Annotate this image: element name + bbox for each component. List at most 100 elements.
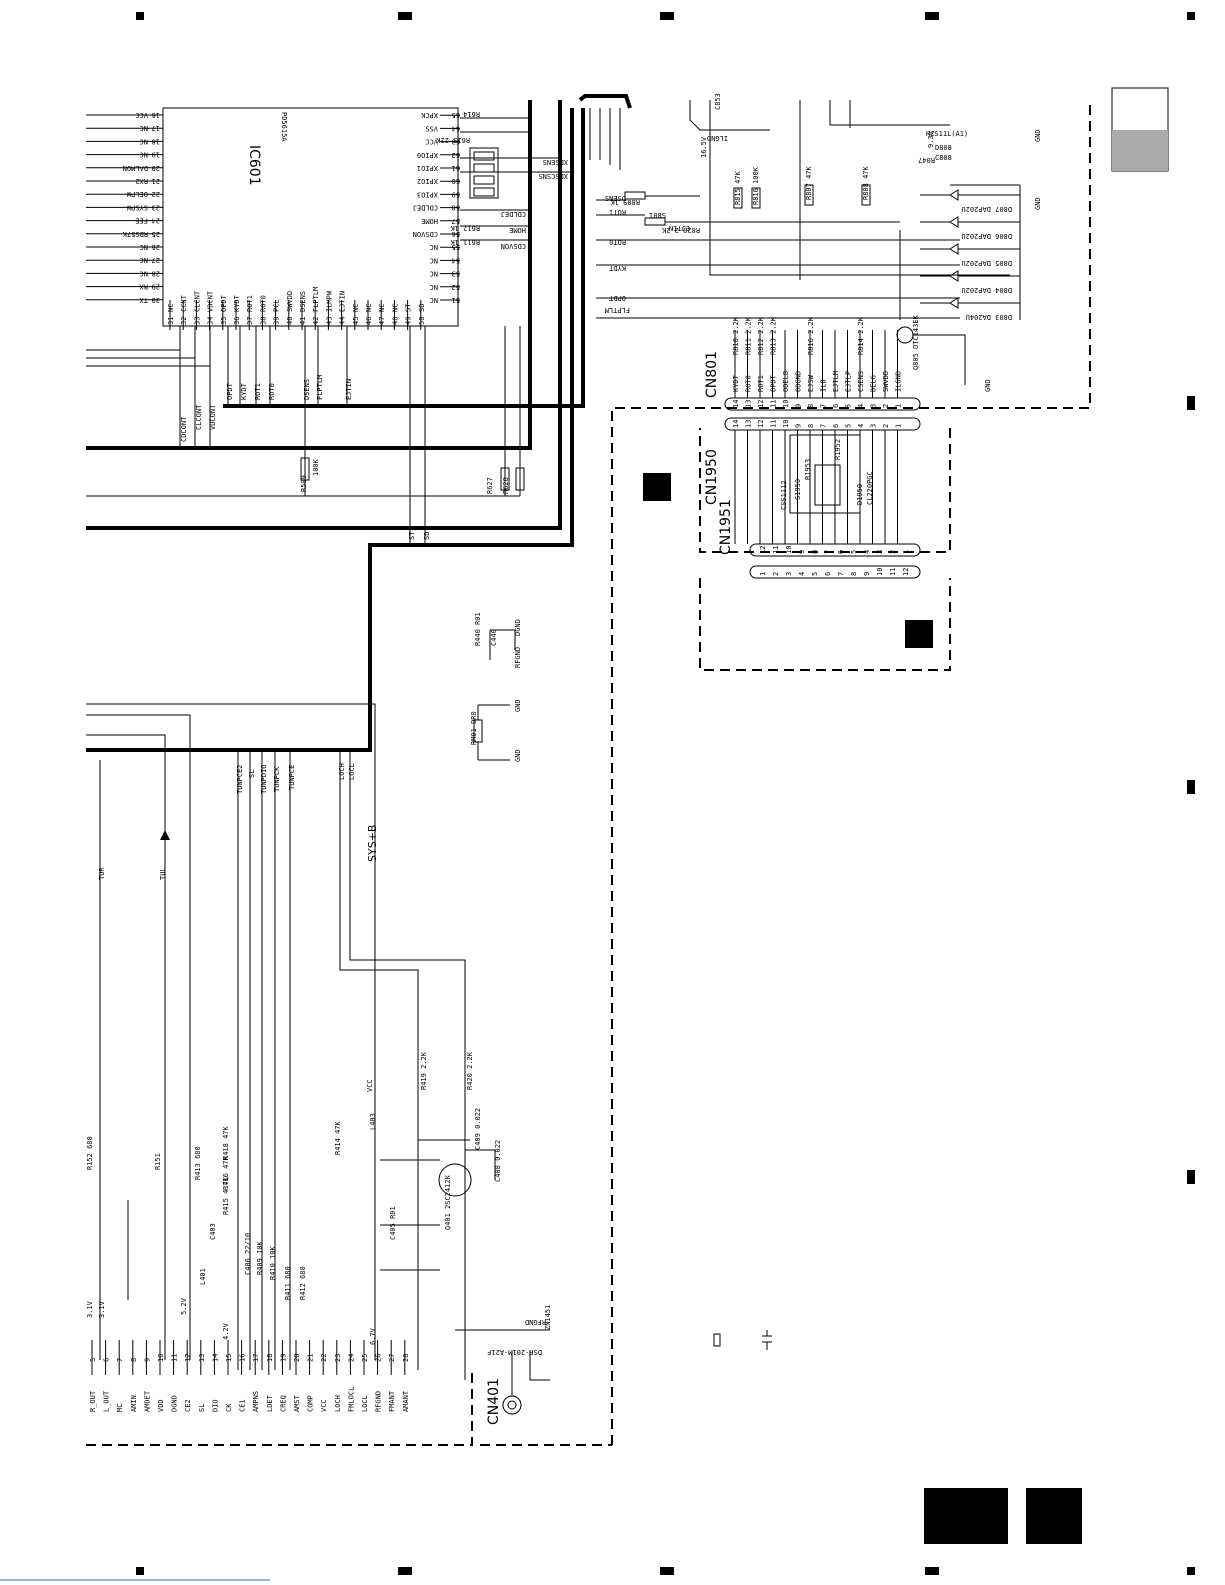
tuner-pin-num: 7 <box>116 1358 124 1362</box>
svg-text:CDLDEJ: CDLDEJ <box>501 210 526 218</box>
tuner-pin-name: LOCH <box>334 1395 342 1412</box>
cn801-res-label: R812 2.2K <box>757 316 765 355</box>
svg-text:ST: ST <box>408 531 416 540</box>
sheet-marker-a <box>643 473 671 501</box>
svg-text:C853: C853 <box>714 93 722 110</box>
cn1951-pin-num: 7 <box>837 572 845 576</box>
svg-text:Q805 DTC143EK: Q805 DTC143EK <box>912 314 920 370</box>
cn801-pin-num: 12 <box>757 400 765 408</box>
cn801-pin-num: 4 <box>857 404 865 408</box>
xpio-network: R614 R613 22K R612 1K R611 1K XDSENS XDS… <box>435 110 570 250</box>
tuner-part-label: R419 2.2K <box>420 1051 428 1090</box>
cn801-pin-num: 2 <box>882 424 890 428</box>
ic601-pin-num: 44 <box>339 317 347 325</box>
tuner-pin-name: SL <box>198 1404 206 1412</box>
cn801-pin-num: 1 <box>895 424 903 428</box>
ic601-pin-num: 62 <box>452 151 460 159</box>
tuner-pin-name: FMANT <box>388 1390 396 1412</box>
svg-text:SYS+B: SYS+B <box>366 825 379 862</box>
ic601-pin-name: NC <box>391 304 399 312</box>
svg-text:TUNPCE2: TUNPCE2 <box>236 764 244 794</box>
ic601-pin-num: 47 <box>378 317 386 325</box>
tuner-part-label: VCC <box>366 1079 374 1092</box>
diode-icon <box>949 297 959 309</box>
svg-text:ROT0: ROT0 <box>609 238 626 246</box>
cn801-pin-num: 9 <box>795 404 803 408</box>
cn801-pin-num: 11 <box>770 400 778 408</box>
svg-text:D808: D808 <box>935 144 952 152</box>
svg-text:ZN1451: ZN1451 <box>544 1305 552 1330</box>
voltage-label: 4.2V <box>222 1322 230 1340</box>
tuner-part-label: C405 R01 <box>389 1206 397 1240</box>
cn801-pin-name: KYDT <box>732 374 740 392</box>
tuner-pin-num: 11 <box>171 1354 179 1362</box>
ic601-pin-name: VSS <box>425 124 438 132</box>
svg-text:CDSVON: CDSVON <box>501 242 526 250</box>
svg-text:R808 47K: R808 47K <box>862 165 870 200</box>
cn801-pin-num: 6 <box>832 404 840 408</box>
tuner-pin-name: RFGND <box>375 1391 383 1412</box>
ic601-pin-num: 37 <box>246 317 254 325</box>
svg-text:LOCL: LOCL <box>348 763 356 780</box>
tuner-pin-num: 10 <box>157 1354 165 1362</box>
cn801-pin-num: 11 <box>770 420 778 428</box>
cn1951-pin-num: 3 <box>876 550 884 554</box>
tuner-part-label: C406 22/10 <box>244 1233 252 1275</box>
cn801-pin-num: 6 <box>832 424 840 428</box>
page-box-right <box>1026 1488 1082 1544</box>
cn1951-pin-num: 10 <box>876 568 884 576</box>
svg-text:R612 1K: R612 1K <box>450 224 480 232</box>
tuner-part-label: R411 680 <box>284 1266 292 1300</box>
tuner-pin-name: FMLOCL <box>347 1387 355 1412</box>
ic601-pin-num: 40 <box>286 317 294 325</box>
diode-label: D806 DAP202U <box>961 232 1012 240</box>
ic601-pin-name: ST <box>405 303 413 312</box>
tuner-pin-name: R_OUT <box>89 1390 97 1412</box>
tuner-part-label: C409 0.022 <box>474 1108 482 1150</box>
voltage-label: 3.1V <box>86 1300 94 1318</box>
svg-text:XDSENS: XDSENS <box>543 158 568 166</box>
cn801-pin-name: ODELB <box>782 371 790 392</box>
ic601-pin-name: SYSPW <box>126 203 148 211</box>
tuner-part-label: R420 2.2K <box>466 1051 474 1090</box>
svg-text:D1950: D1950 <box>856 484 864 505</box>
ic601-pin-name: NC <box>430 283 438 291</box>
cn801-pin-num: 14 <box>732 400 740 408</box>
cn801-pin-num: 8 <box>807 424 815 428</box>
ic601-pin-num: 64 <box>452 124 460 132</box>
svg-text:OPDT: OPDT <box>608 294 626 302</box>
ic601-pin-num: 51 <box>452 296 460 304</box>
tuner-pin-name: CK <box>225 1403 233 1412</box>
ic601-pin-name: RDS57K <box>122 230 148 238</box>
svg-text:GND: GND <box>1034 129 1042 142</box>
cn1951-pin-num: 2 <box>772 572 780 576</box>
ic601-pin-num: 25 <box>152 230 160 238</box>
svg-text:CN801: CN801 <box>704 351 720 398</box>
tuner-pin-num: 19 <box>279 1354 287 1362</box>
ic601-pin-name: XPIO2 <box>417 177 438 185</box>
ic601-pin-num: 27 <box>152 256 160 264</box>
svg-text:R809 1K: R809 1K <box>610 198 640 206</box>
ic601-pin-name: CDLDEJ <box>413 204 438 212</box>
ic601-pin-name: CLCNT <box>193 290 201 312</box>
svg-text:R1952: R1952 <box>834 439 842 460</box>
ic601-pin-name: DSENS <box>299 291 307 312</box>
svg-text:R627: R627 <box>486 477 494 494</box>
ic601-pin-name: NC <box>352 304 360 312</box>
svg-text:R807 47K: R807 47K <box>805 165 813 200</box>
svg-text:16.5V: 16.5V <box>700 136 708 158</box>
ic601-pin-num: 55 <box>452 243 460 251</box>
svg-text:KYDT: KYDT <box>240 382 248 400</box>
cn801-pin-num: 13 <box>745 420 753 428</box>
ic601-pin-num: 43 <box>325 317 333 325</box>
diode-label: D803 DA204U <box>966 313 1012 321</box>
cn801-pin-name: CSENS <box>857 371 865 392</box>
svg-text:CDCONT: CDCONT <box>180 416 188 442</box>
cn801-pin-num: 7 <box>820 404 828 408</box>
ic601-ref: IC601 <box>246 145 262 186</box>
ic601-pin-num: 16 <box>152 111 160 119</box>
tuner-pin-num: 18 <box>266 1354 274 1362</box>
ic601-pin-num: 39 <box>273 317 281 325</box>
ic601-pin-name: NC <box>140 256 148 264</box>
